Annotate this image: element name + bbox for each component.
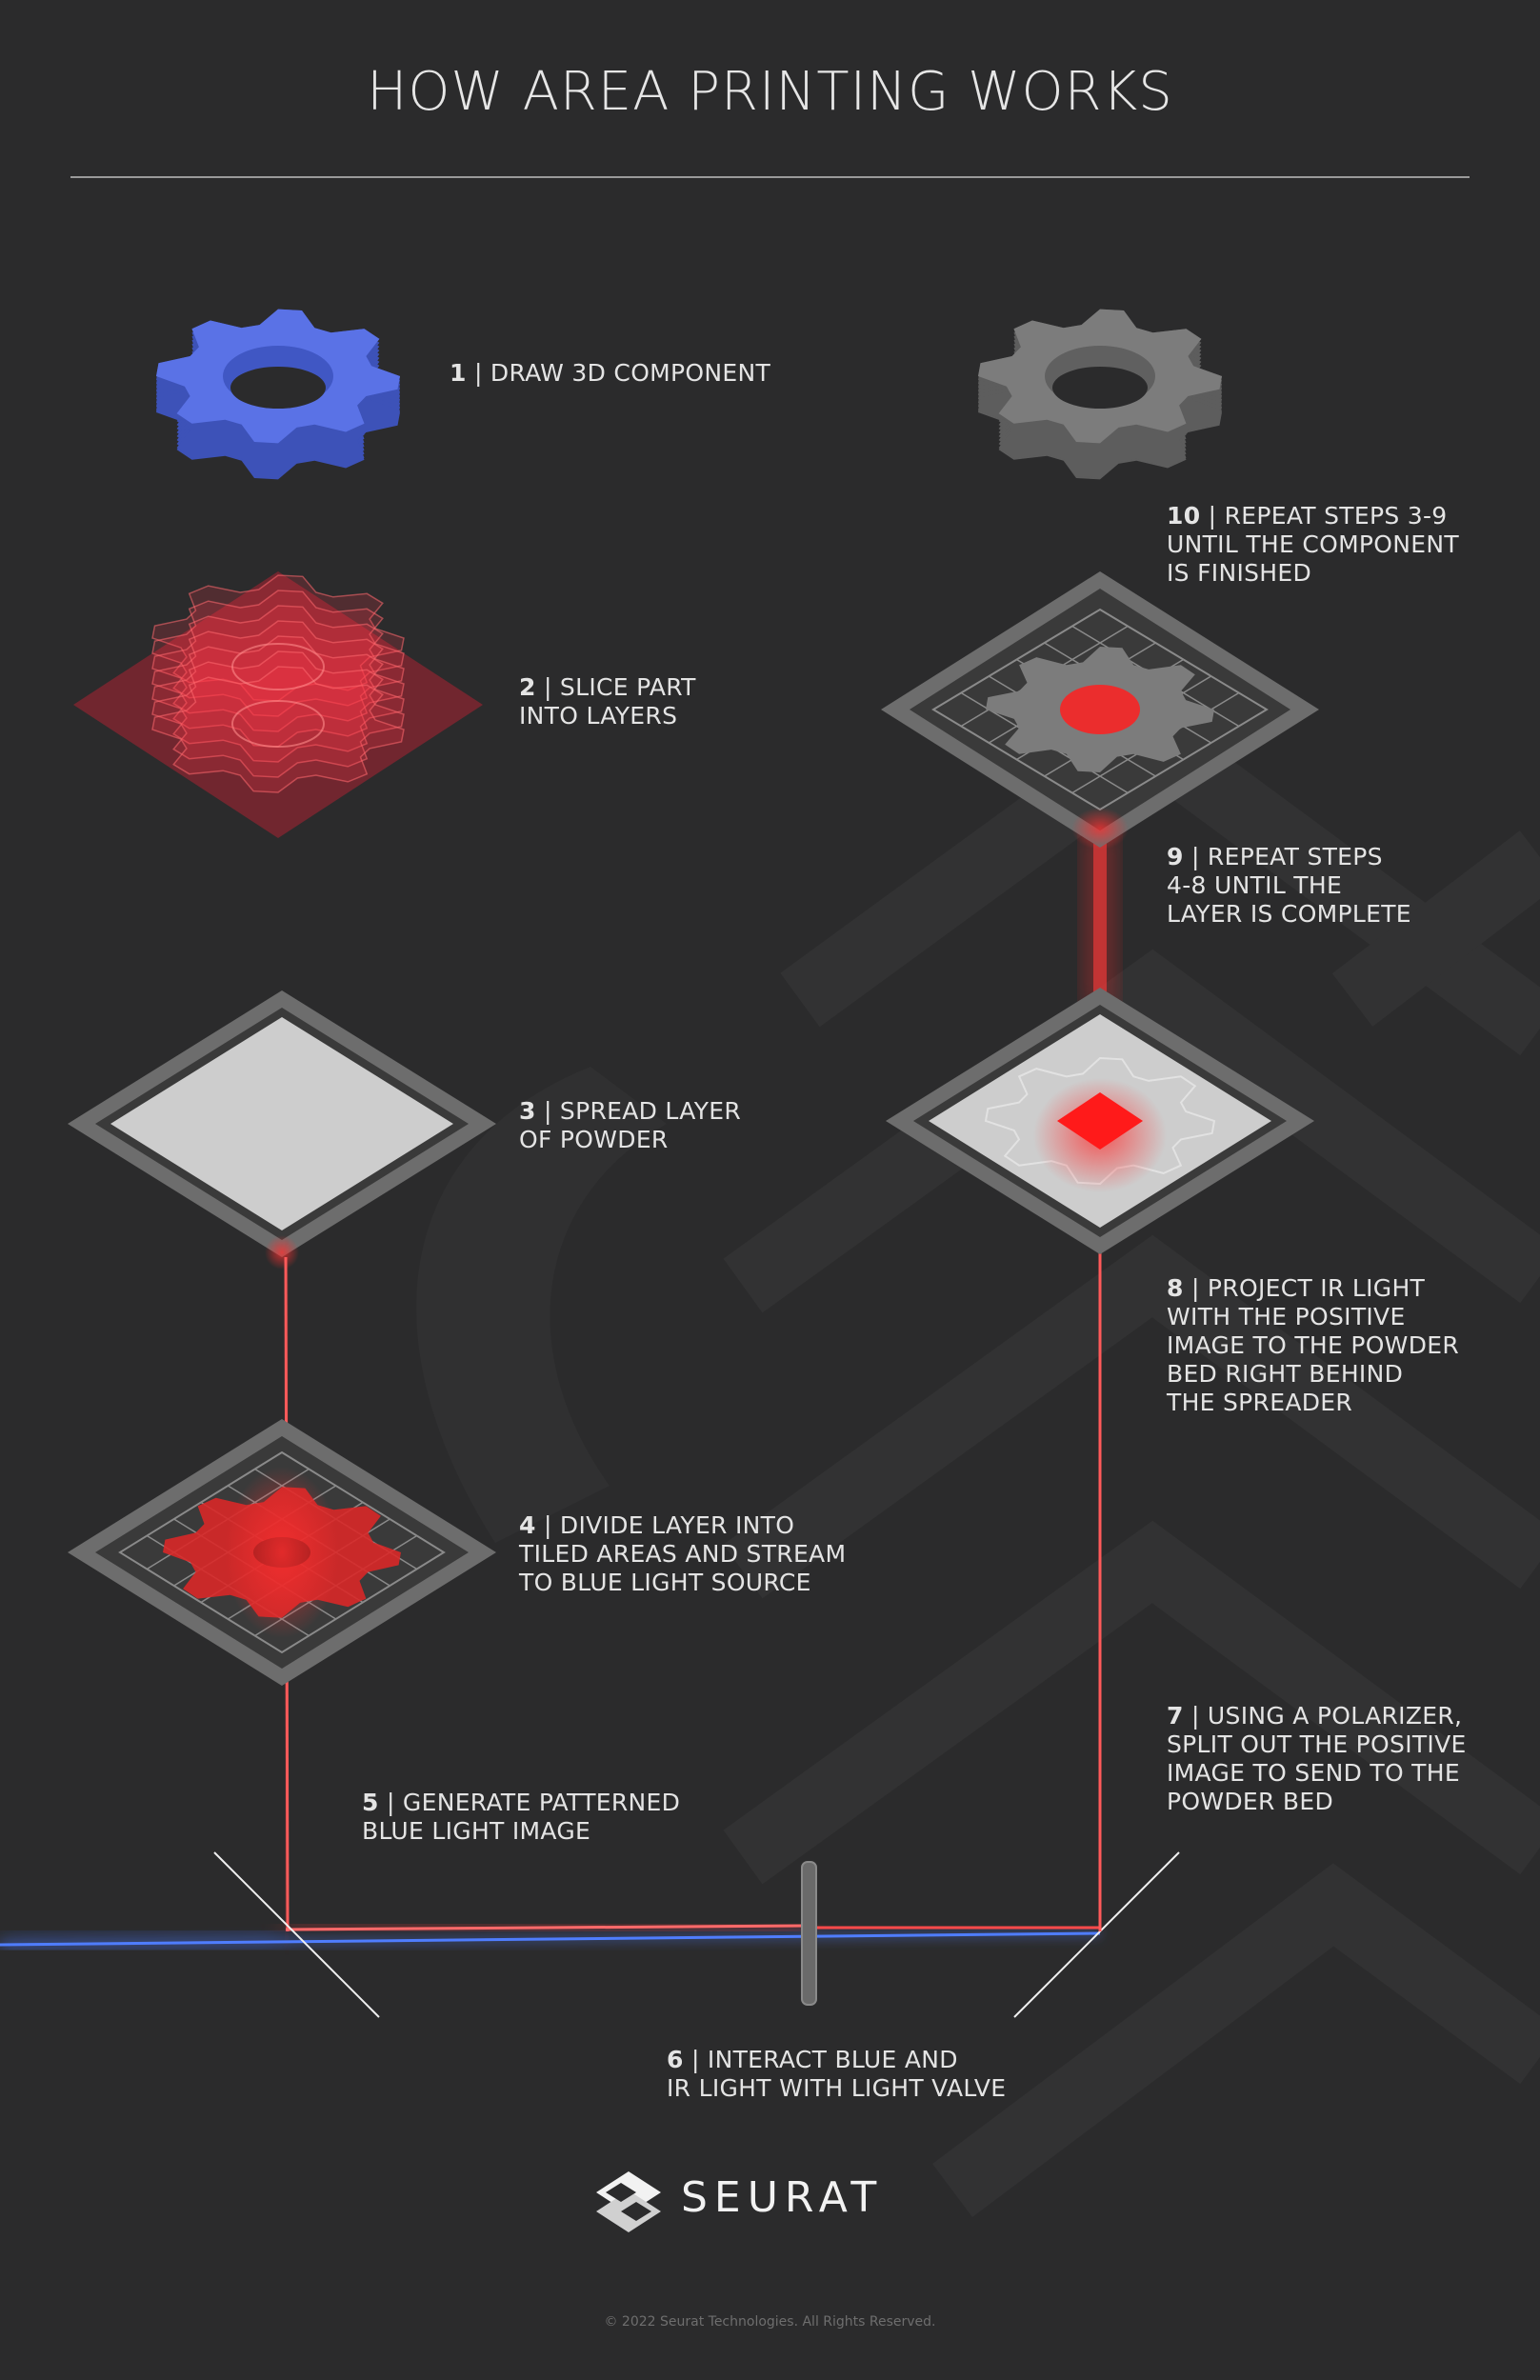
polarizer-icon <box>1013 1851 1180 2018</box>
step-text: DIVIDE LAYER INTO TILED AREAS AND STREAM… <box>519 1511 847 1596</box>
brand-name: SEURAT <box>681 2173 884 2222</box>
step-2: 2 | SLICE PART INTO LAYERS <box>519 673 696 730</box>
tiled-layer-icon <box>881 571 1319 850</box>
step-text: PROJECT IR LIGHT WITH THE POSITIVE IMAGE… <box>1167 1274 1460 1416</box>
tiled-layer-icon <box>68 1419 496 1686</box>
step-text: SLICE PART INTO LAYERS <box>519 673 696 730</box>
gear-icon <box>156 309 400 480</box>
step-text: INTERACT BLUE AND IR LIGHT WITH LIGHT VA… <box>667 2046 1007 2102</box>
step-1: 1 | DRAW 3D COMPONENT <box>450 359 771 387</box>
divider <box>70 176 1470 178</box>
step-number: 5 <box>362 1789 379 1816</box>
step-number: 6 <box>667 2046 684 2073</box>
step-number: 2 <box>519 673 536 701</box>
laser-beam-horizontal <box>0 1915 1101 1951</box>
sliced-gear-icon <box>73 571 483 838</box>
step-number: 7 <box>1167 1702 1184 1730</box>
step-text: REPEAT STEPS 3-9 UNTIL THE COMPONENT IS … <box>1167 502 1459 587</box>
gear-icon <box>978 309 1222 480</box>
step-6: 6 | INTERACT BLUE AND IR LIGHT WITH LIGH… <box>667 2046 1007 2102</box>
background-pattern <box>723 701 1540 2217</box>
powder-bed-icon <box>68 990 496 1270</box>
step-text: REPEAT STEPS 4-8 UNTIL THE LAYER IS COMP… <box>1167 843 1411 928</box>
step-number: 10 <box>1167 502 1201 530</box>
background-s-shape <box>416 1067 667 1543</box>
mirror-icon <box>213 1851 380 2018</box>
step-number: 3 <box>519 1097 536 1125</box>
step-number: 9 <box>1167 843 1184 870</box>
step-4: 4 | DIVIDE LAYER INTO TILED AREAS AND ST… <box>519 1511 847 1596</box>
step-text: SPREAD LAYER OF POWDER <box>519 1097 742 1153</box>
step-text: USING A POLARIZER, SPLIT OUT THE POSITIV… <box>1167 1702 1467 1815</box>
step-text: GENERATE PATTERNED BLUE LIGHT IMAGE <box>362 1789 681 1845</box>
step-8: 8 | PROJECT IR LIGHT WITH THE POSITIVE I… <box>1167 1274 1460 1416</box>
light-valve-icon <box>801 1861 817 2006</box>
step-text: DRAW 3D COMPONENT <box>490 359 771 387</box>
step-5: 5 | GENERATE PATTERNED BLUE LIGHT IMAGE <box>362 1789 681 1845</box>
page-title: HOW AREA PRINTING WORKS <box>367 61 1173 123</box>
step-7: 7 | USING A POLARIZER, SPLIT OUT THE POS… <box>1167 1702 1467 1815</box>
step-3: 3 | SPREAD LAYER OF POWDER <box>519 1097 742 1153</box>
step-number: 8 <box>1167 1274 1184 1302</box>
laser-beam-right <box>1089 829 1111 1931</box>
powder-bed-icon <box>886 988 1314 1254</box>
copyright: © 2022 Seurat Technologies. All Rights R… <box>604 2314 936 2330</box>
step-number: 4 <box>519 1511 536 1539</box>
step-number: 1 <box>450 359 467 387</box>
step-10: 10 | REPEAT STEPS 3-9 UNTIL THE COMPONEN… <box>1167 502 1459 587</box>
step-9: 9 | REPEAT STEPS 4-8 UNTIL THE LAYER IS … <box>1167 843 1411 928</box>
seurat-logo-icon <box>596 2171 661 2232</box>
